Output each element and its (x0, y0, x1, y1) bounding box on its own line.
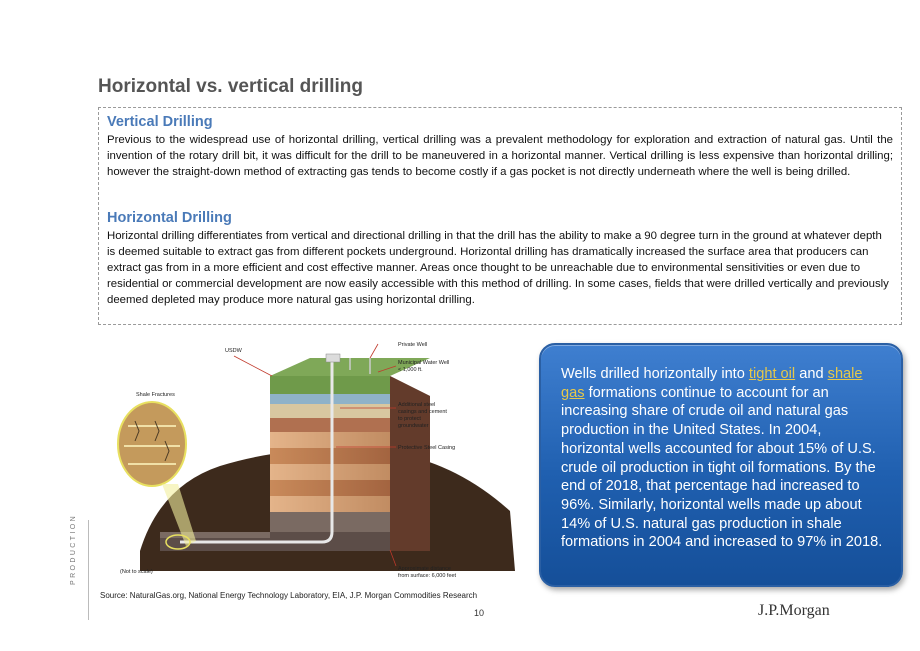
horizontal-drilling-heading: Horizontal Drilling (107, 210, 232, 226)
casing-label-line1: Additional steel (398, 402, 435, 408)
rock-strata (270, 358, 430, 551)
callout-text-body: formations continue to account for an in… (561, 384, 883, 551)
not-to-scale-label: (Not to scale) (120, 569, 153, 575)
text-panel: Vertical Drilling Previous to the widesp… (98, 107, 902, 325)
callout-text-intro: Wells drilled horizontally into (561, 366, 749, 382)
well-cross-section-diagram: USDW Shale Fractures Private Well Munici… (117, 342, 515, 579)
tight-oil-link[interactable]: tight oil (748, 366, 796, 382)
municipal-well-label: Municipal Water Well (398, 360, 449, 366)
private-well-label: Private Well (398, 342, 427, 348)
protective-casing-label: Protective Steel Casing (398, 445, 455, 451)
callout-text-and: and (795, 366, 828, 382)
distance-label-line2: from surface: 6,000 feet (398, 573, 457, 579)
jpmorgan-logo: J.P.Morgan (758, 602, 830, 619)
source-note: Source: NaturalGas.org, National Energy … (100, 591, 478, 600)
side-divider (88, 520, 89, 620)
shale-gas-link[interactable]: shale gas (561, 366, 863, 401)
shale-fractures-label: Shale Fractures (136, 392, 175, 398)
casing-label-line4: groundwater (398, 423, 429, 429)
page-number: 10 (474, 608, 485, 618)
distance-label-line1: Approximate distance (398, 566, 451, 572)
casing-label-line2: casings and cement (398, 409, 447, 415)
horizontal-drilling-body: Horizontal drilling differentiates from … (107, 230, 889, 306)
page-title: Horizontal vs. vertical drilling (98, 76, 364, 97)
section-side-label: PRODUCTION (70, 513, 77, 585)
casing-label-line3: to protect (398, 416, 421, 422)
usdw-label: USDW (225, 348, 243, 354)
vertical-drilling-heading: Vertical Drilling (107, 114, 213, 130)
municipal-well-depth-label: < 1,000 ft. (398, 367, 423, 373)
horizontal-wells-callout: Wells drilled horizontally into tight oi… (539, 343, 903, 587)
vertical-drilling-body: Previous to the widespread use of horizo… (107, 134, 893, 178)
